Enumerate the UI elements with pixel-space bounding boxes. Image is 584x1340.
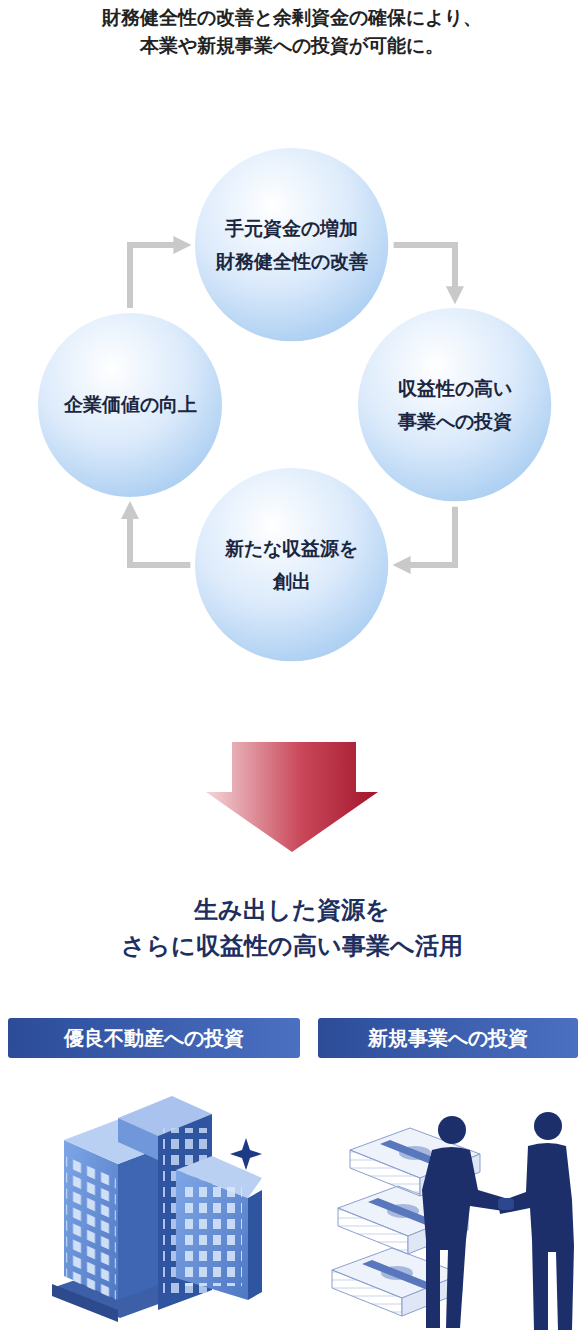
cycle-arrow bbox=[394, 245, 455, 295]
cycle-arrow bbox=[130, 510, 190, 565]
circle-label: 収益性の高い 事業への投資 bbox=[375, 372, 535, 439]
band-label: 新規事業への投資 bbox=[368, 1025, 528, 1052]
circle-outline bbox=[195, 468, 388, 661]
cycle-circle: 手元資金の増加 財務健全性の改善 bbox=[195, 148, 388, 341]
cycle-arrow bbox=[130, 245, 182, 308]
cycle-arrow bbox=[402, 507, 455, 565]
cycle-circle: 企業価値の向上 bbox=[38, 313, 222, 497]
cycle-circle: 収益性の高い 事業への投資 bbox=[358, 308, 551, 501]
circle-outline bbox=[195, 148, 388, 341]
circle-fill bbox=[195, 148, 388, 341]
building-illustration bbox=[52, 1096, 262, 1322]
investment-band: 優良不動産への投資 bbox=[8, 1018, 300, 1058]
circle-label: 新たな収益源を 創出 bbox=[212, 532, 372, 599]
down-arrow bbox=[206, 742, 378, 852]
title: 財務健全性の改善と余剰資金の確保により、 本業や新規事業への投資が可能に。 bbox=[4, 4, 580, 59]
cycle-circle: 新たな収益源を 創出 bbox=[195, 468, 388, 661]
circle-label: 企業価値の向上 bbox=[64, 388, 197, 421]
investment-band: 新規事業への投資 bbox=[318, 1018, 578, 1058]
circle-fill bbox=[195, 468, 388, 661]
handshake-figures bbox=[422, 1112, 574, 1330]
circle-outline bbox=[358, 308, 551, 501]
label-group: 生み出した資源を さらに収益性の高い事業へ活用 bbox=[4, 892, 580, 964]
circle-fill bbox=[38, 313, 222, 497]
heading-label: 生み出した資源を さらに収益性の高い事業へ活用 bbox=[82, 892, 502, 964]
circle-label: 手元資金の増加 財務健全性の改善 bbox=[212, 212, 372, 279]
band-label: 優良不動産への投資 bbox=[64, 1025, 244, 1052]
circle-fill bbox=[358, 308, 551, 501]
